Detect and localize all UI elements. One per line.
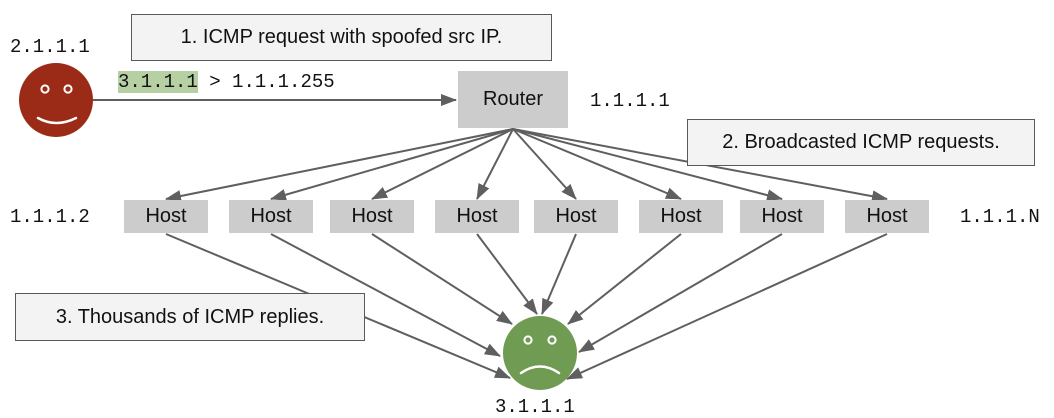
router-ip-label: 1.1.1.1 [590,90,670,112]
last-host-ip-label: 1.1.1.N [960,206,1040,228]
reply-arrow [270,233,501,357]
host-label: Host [145,205,187,227]
step1-text: 1. ICMP request with spoofed src IP. [180,26,503,48]
first-host-ip-label: 1.1.1.2 [10,206,90,228]
host-label: Host [761,205,803,227]
spoofed-src-ip: 3.1.1.1 [118,71,198,93]
host-label: Host [866,205,908,227]
packet-separator: > [209,71,221,93]
host-node: Host [639,200,723,233]
broadcast-arrow [512,128,783,202]
router-label: Router [482,88,544,110]
host-node: Host [435,200,519,233]
host-node: Host [330,200,414,233]
packet-label: 3.1.1.1 > 1.1.1.255 [118,71,335,93]
reply-arrow [476,233,538,315]
step2-callout: 2. Broadcasted ICMP requests. [687,119,1035,166]
step2-text: 2. Broadcasted ICMP requests. [722,131,1000,153]
step1-callout: 1. ICMP request with spoofed src IP. [131,14,552,61]
reply-arrow [566,233,888,380]
reply-arrow [567,233,682,325]
reply-arrow [541,233,577,315]
victim-face-icon [503,316,577,390]
step3-text: 3. Thousands of ICMP replies. [55,305,325,328]
broadcast-arrows [165,128,888,203]
host-node: Host [845,200,929,233]
host-label: Host [660,205,702,227]
reply-arrow [371,233,513,325]
broadcast-arrow [512,128,682,200]
victim-ip-label: 3.1.1.1 [495,396,575,418]
host-label: Host [456,205,498,227]
reply-arrow [578,233,783,353]
host-label: Host [250,205,292,227]
attacker-ip-label: 2.1.1.1 [10,36,90,58]
broadcast-arrow [512,128,577,200]
router-node: Router [458,71,568,128]
host-label: Host [555,205,597,227]
step3-callout: 3. Thousands of ICMP replies. [15,293,365,341]
broadcast-arrow [476,128,514,200]
host-node: Host [229,200,313,233]
packet-dst-ip: 1.1.1.255 [232,71,335,93]
host-node: Host [534,200,618,233]
host-label: Host [351,205,393,227]
attacker-face-icon [19,63,93,137]
broadcast-arrow [165,128,514,202]
broadcast-arrow [371,128,514,200]
broadcast-arrow [270,128,514,201]
host-node: Host [124,200,208,233]
host-node: Host [740,200,824,233]
